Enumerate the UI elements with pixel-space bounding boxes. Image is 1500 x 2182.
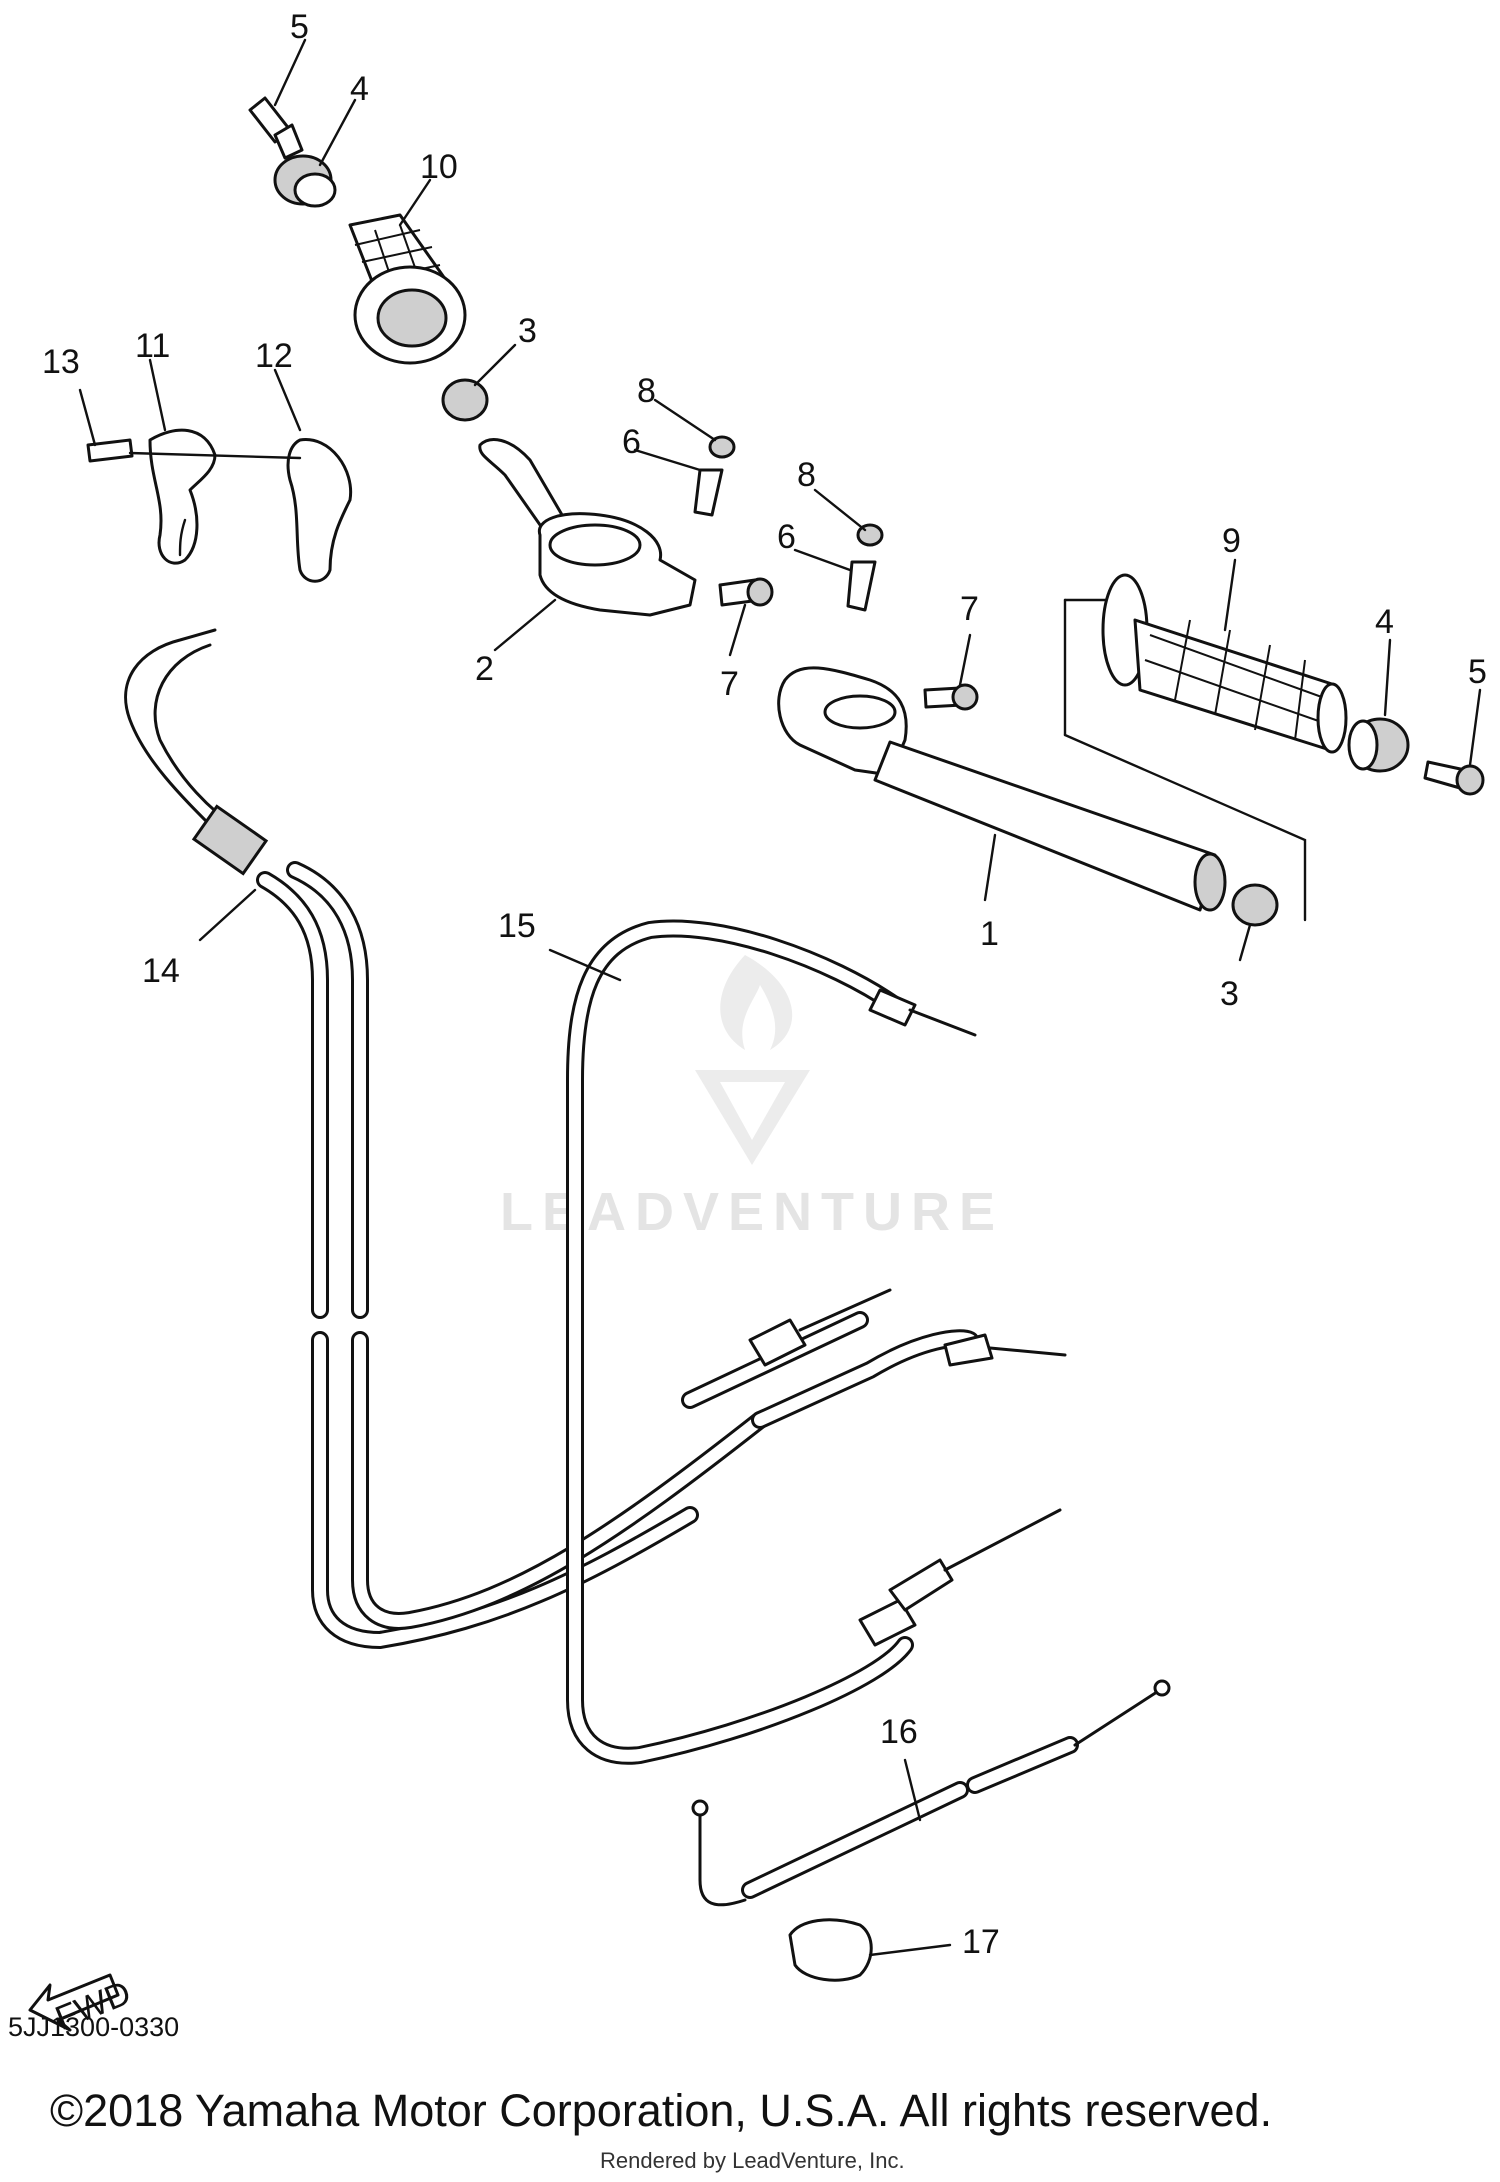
callout-5: 5 [290,8,309,46]
part-3-collar-top [441,378,489,422]
part-7-bolt-a [718,577,774,607]
callout-5: 5 [1468,653,1487,691]
callout-16: 16 [880,1713,918,1751]
callout-1: 1 [980,915,999,953]
part-4-end-weight-top [273,154,337,208]
callout-9: 9 [1222,522,1241,560]
callout-6: 6 [777,518,796,556]
part-5-screw-right [1423,760,1485,796]
callout-14: 14 [142,952,180,990]
callouts: 5 4 10 3 13 11 12 8 6 2 7 8 6 7 9 4 5 1 … [42,8,1487,1961]
callout-4: 4 [1375,603,1394,641]
part-5-screw-top [248,96,304,160]
part-2-handlebar-holder-left [478,438,697,617]
callout-13: 13 [42,343,80,381]
callout-4: 4 [350,70,369,108]
part-15-clutch-cable [566,919,1062,1765]
callout-6: 6 [622,423,641,461]
copyright-notice: ©2018 Yamaha Motor Corporation, U.S.A. A… [50,2085,1273,2136]
callout-11: 11 [135,327,170,365]
callout-12: 12 [255,337,293,375]
callout-7: 7 [720,665,739,703]
part-7-bolt-b [923,683,979,711]
part-13-screw [86,438,134,463]
rendered-by: Rendered by LeadVenture, Inc. [600,2148,905,2173]
callout-7: 7 [960,590,979,628]
part-10-throttle-grip [348,213,467,365]
part-1-handlebar-right [777,666,1227,912]
part-6-screw-a [693,468,724,517]
part-16-cable [691,1679,1171,1907]
callout-2: 2 [475,650,494,688]
callout-17: 17 [962,1923,1000,1961]
callout-15: 15 [498,907,536,945]
callout-8: 8 [797,456,816,494]
part-8-screw-a [708,435,736,459]
part-17-cover [788,1918,873,1982]
part-6-screw-b [846,560,877,612]
part-4-end-weight-right [1347,717,1410,773]
callout-10: 10 [420,148,458,186]
part-14-throttle-cable-assembly [124,628,1067,1650]
diagram-code: 5JJ1300-0330 [8,2012,180,2042]
part-9-grip-right [1063,573,1348,922]
callout-3: 3 [518,312,537,350]
callout-8: 8 [637,372,656,410]
part-3-collar-right [1231,883,1279,927]
part-11-switch-housing-upper [148,428,217,565]
leader-lines [78,38,1482,1957]
callout-3: 3 [1220,975,1239,1013]
part-12-switch-housing-lower [128,438,353,583]
